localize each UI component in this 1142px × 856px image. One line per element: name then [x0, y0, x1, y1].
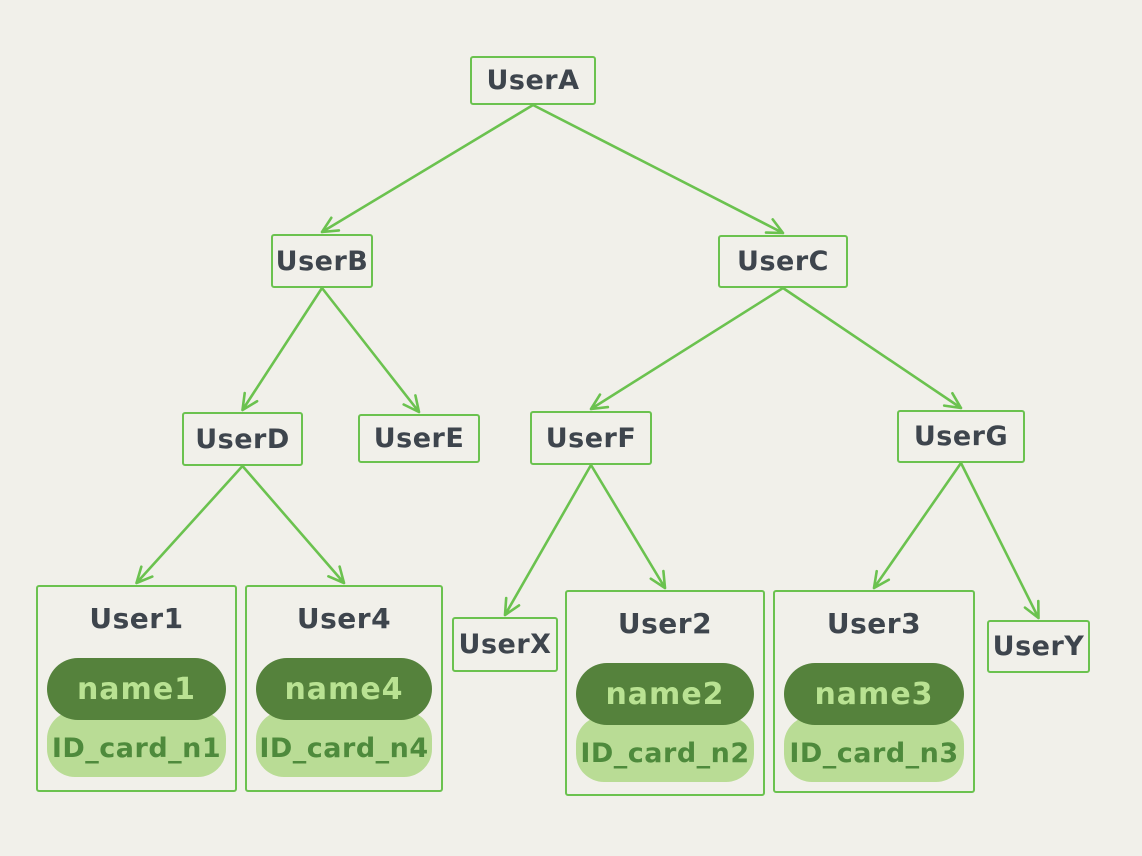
node-label: UserY	[992, 631, 1085, 662]
node-label: UserB	[275, 245, 369, 277]
id-card-pill: ID_card_n4	[256, 711, 432, 777]
name-value: name3	[814, 676, 934, 712]
tree-edge-userc-userf	[589, 286, 785, 411]
node-label: UserX	[458, 629, 552, 660]
name-value: name2	[605, 676, 725, 712]
id-card-pill: ID_card_n1	[47, 711, 226, 777]
tree-edge-userc-userg	[781, 286, 963, 410]
card-user1: User1 name1 ID_card_n1	[36, 585, 237, 792]
id-card-value: ID_card_n3	[789, 737, 959, 769]
name-pill: name1	[47, 658, 226, 720]
id-card-value: ID_card_n4	[259, 732, 429, 764]
name-pill: name3	[784, 663, 964, 725]
name-value: name4	[284, 671, 404, 707]
node-label: UserD	[195, 423, 290, 455]
tree-edge-userb-userd	[241, 286, 324, 412]
node-userf: UserF	[530, 411, 652, 465]
node-userg: UserG	[897, 410, 1025, 463]
node-label: UserE	[373, 423, 465, 454]
node-userb: UserB	[271, 234, 373, 288]
node-usere: UserE	[358, 414, 480, 463]
card-title: User4	[296, 601, 392, 635]
tree-edge-userd-user4	[241, 464, 346, 585]
card-user3: User3 name3 ID_card_n3	[773, 590, 975, 793]
id-card-pill: ID_card_n3	[784, 716, 964, 782]
name-value: name1	[76, 671, 197, 707]
id-card-value: ID_card_n1	[51, 732, 222, 764]
node-label: UserC	[737, 246, 829, 277]
tree-edge-userb-usere	[320, 286, 421, 414]
name-pill: name2	[576, 663, 754, 725]
node-userx: UserX	[452, 617, 558, 672]
tree-edge-userd-user1	[135, 464, 244, 585]
node-label: UserF	[545, 422, 637, 454]
id-card-value: ID_card_n2	[580, 737, 750, 769]
node-usery: UserY	[987, 620, 1090, 673]
node-userd: UserD	[182, 412, 303, 466]
card-title: User1	[89, 601, 184, 635]
card-title: User3	[826, 606, 922, 640]
node-label: UserG	[913, 421, 1009, 452]
tree-edge-userg-user3	[872, 461, 963, 590]
card-title: User2	[617, 606, 713, 640]
node-label: UserA	[486, 65, 580, 96]
card-user2: User2 name2 ID_card_n2	[565, 590, 765, 796]
node-usera: UserA	[470, 56, 596, 105]
tree-edge-usera-userc	[531, 103, 785, 235]
name-pill: name4	[256, 658, 432, 720]
card-user4: User4 name4 ID_card_n4	[245, 585, 443, 792]
tree-edge-userf-user2	[589, 463, 667, 590]
node-userc: UserC	[718, 235, 848, 288]
tree-edge-usera-userb	[320, 103, 535, 234]
id-card-pill: ID_card_n2	[576, 716, 754, 782]
